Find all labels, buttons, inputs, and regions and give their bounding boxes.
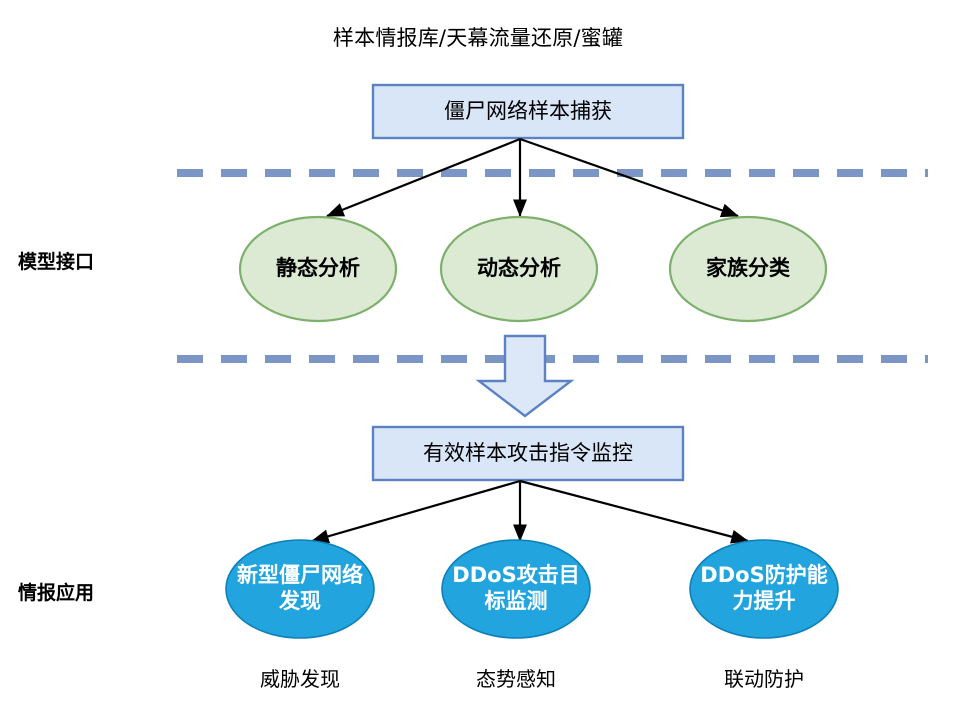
- node-new-botnet-discovery[interactable]: [225, 539, 375, 639]
- side-label-intelligence-application: 情报应用: [18, 582, 95, 604]
- node-static-analysis[interactable]: [238, 215, 398, 323]
- node-family-classification[interactable]: [668, 215, 828, 323]
- node-ddos-target-monitoring[interactable]: [441, 539, 591, 639]
- node-dynamic-analysis[interactable]: [439, 215, 599, 323]
- caption-situational-awareness: 态势感知: [476, 667, 556, 691]
- caption-threat-discovery: 威胁发现: [260, 667, 340, 691]
- caption-coordinated-defense: 联动防护: [724, 667, 804, 691]
- connector-capture-to-static: [326, 137, 521, 218]
- connector-monitor-to-new-botnet: [311, 479, 521, 544]
- box-monitor[interactable]: [371, 425, 685, 482]
- connector-monitor-to-ddos-defense: [519, 479, 749, 544]
- down-block-arrow: [475, 334, 575, 418]
- side-label-model-interface: 模型接口: [18, 251, 95, 273]
- diagram-title: 样本情报库/天幕流量还原/蜜罐: [332, 26, 624, 50]
- box-capture[interactable]: [371, 83, 685, 140]
- connector-capture-to-family: [519, 137, 739, 218]
- node-ddos-defense-capability[interactable]: [689, 539, 839, 639]
